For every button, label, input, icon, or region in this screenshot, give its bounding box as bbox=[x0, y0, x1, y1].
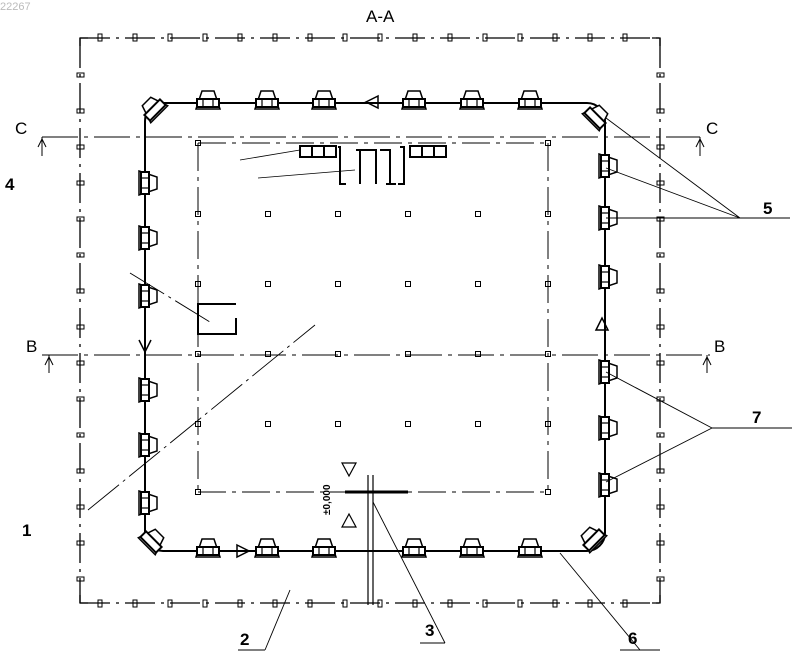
callout-leaders bbox=[88, 118, 792, 650]
callout-4: 4 bbox=[5, 175, 15, 194]
corner-fixture-icon bbox=[577, 523, 607, 553]
corner-fixture-icon bbox=[138, 93, 168, 123]
outer-frame bbox=[80, 38, 660, 603]
callout-2: 2 bbox=[240, 630, 249, 649]
fixture-icon bbox=[196, 539, 220, 557]
grid-point bbox=[266, 212, 271, 217]
inner-boundary bbox=[198, 143, 548, 492]
grid-point bbox=[406, 282, 411, 287]
fixture-icon bbox=[139, 171, 157, 195]
grid-point bbox=[476, 422, 481, 427]
grid-point bbox=[476, 352, 481, 357]
top-structure-leaders bbox=[240, 150, 355, 178]
fixture-icon bbox=[599, 416, 617, 440]
section-marker-c-right: C bbox=[706, 119, 718, 138]
grid-point bbox=[336, 352, 341, 357]
grid-point bbox=[266, 282, 271, 287]
fixture-icon bbox=[518, 539, 542, 557]
section-marker-c-left: C bbox=[15, 119, 27, 138]
left-bracket bbox=[198, 304, 236, 334]
entrance bbox=[342, 463, 408, 605]
grid-point bbox=[406, 422, 411, 427]
fixture-icon bbox=[196, 91, 220, 109]
grid-point bbox=[336, 212, 341, 217]
fixture-icon bbox=[139, 491, 157, 515]
fixture-icon bbox=[139, 378, 157, 402]
grid-point bbox=[406, 352, 411, 357]
arrow-up-icon bbox=[596, 318, 608, 330]
fixture-icon bbox=[599, 154, 617, 178]
drawing-id: 22267 bbox=[0, 1, 31, 13]
section-title: A-A bbox=[366, 7, 395, 26]
grid-point bbox=[546, 490, 551, 495]
top-structure bbox=[300, 146, 446, 184]
fixture-icon bbox=[518, 91, 542, 109]
fixture-icon bbox=[599, 473, 617, 497]
perimeter-fixtures bbox=[138, 91, 617, 557]
grid-point bbox=[406, 212, 411, 217]
grid-point bbox=[476, 282, 481, 287]
fixture-icon bbox=[255, 91, 279, 109]
fixture-icon bbox=[312, 91, 336, 109]
callout-1: 1 bbox=[22, 521, 31, 540]
fixture-icon bbox=[312, 539, 336, 557]
fixture-icon bbox=[460, 91, 484, 109]
fixture-icon bbox=[402, 539, 426, 557]
grid-point bbox=[336, 282, 341, 287]
fixture-icon bbox=[599, 360, 617, 384]
callout-3: 3 bbox=[425, 621, 434, 640]
grid-point bbox=[266, 352, 271, 357]
elevation-label: ±0,000 bbox=[322, 484, 333, 515]
fixture-icon bbox=[460, 539, 484, 557]
fixture-icon bbox=[139, 433, 157, 457]
fixture-icon bbox=[402, 91, 426, 109]
section-marker-b-right: B bbox=[714, 337, 725, 356]
grid-point bbox=[266, 422, 271, 427]
fixture-icon bbox=[139, 226, 157, 250]
callout-5: 5 bbox=[763, 199, 772, 218]
grid-point bbox=[336, 422, 341, 427]
interior-grid-points bbox=[196, 141, 551, 495]
callout-7: 7 bbox=[752, 408, 761, 427]
frame-ticks bbox=[77, 34, 664, 607]
fixture-icon bbox=[599, 265, 617, 289]
fixture-icon bbox=[255, 539, 279, 557]
callout-6: 6 bbox=[628, 629, 637, 648]
section-marker-b-left: B bbox=[26, 337, 37, 356]
grid-point bbox=[476, 212, 481, 217]
